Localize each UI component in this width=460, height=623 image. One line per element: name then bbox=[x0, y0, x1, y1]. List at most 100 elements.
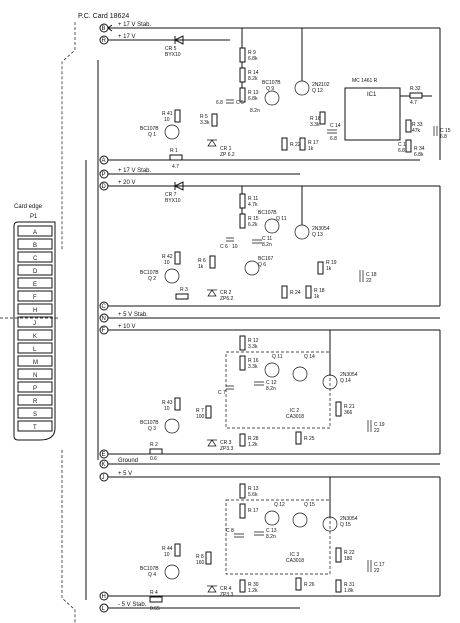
svg-text:L: L bbox=[102, 606, 106, 612]
rail-K: K Ground bbox=[99, 458, 440, 469]
svg-text:R 25: R 25 bbox=[304, 436, 315, 442]
svg-text:Q 3: Q 3 bbox=[148, 426, 156, 432]
svg-text:2N3054: 2N3054 bbox=[312, 226, 330, 232]
svg-text:C: C bbox=[102, 304, 107, 310]
svg-text:BC107B: BC107B bbox=[140, 566, 159, 572]
svg-text:Q 13: Q 13 bbox=[312, 232, 323, 238]
svg-text:C 18: C 18 bbox=[366, 272, 377, 278]
svg-text:R 13: R 13 bbox=[248, 486, 259, 492]
svg-text:D: D bbox=[102, 184, 107, 190]
svg-text:10: 10 bbox=[232, 244, 238, 250]
edge-pin-box bbox=[17, 251, 53, 263]
svg-text:Q 1: Q 1 bbox=[148, 132, 156, 138]
edge-pin-label: F bbox=[33, 295, 37, 301]
svg-text:Q 4: Q 4 bbox=[148, 572, 156, 578]
svg-text:R 42: R 42 bbox=[162, 254, 173, 260]
svg-text:22: 22 bbox=[374, 428, 380, 434]
cr5-ref: CR 5 bbox=[165, 46, 177, 52]
svg-text:BC167: BC167 bbox=[258, 256, 274, 262]
svg-text:Q 11: Q 11 bbox=[276, 216, 287, 222]
svg-text:6.8k: 6.8k bbox=[414, 152, 424, 158]
svg-text:C 8: C 8 bbox=[226, 528, 234, 534]
svg-text:1.8k: 1.8k bbox=[344, 588, 354, 594]
svg-text:C 7: C 7 bbox=[218, 390, 226, 396]
svg-text:4.7: 4.7 bbox=[172, 164, 179, 170]
edge-pin-box bbox=[17, 407, 53, 419]
svg-text:CR 4: CR 4 bbox=[220, 586, 232, 592]
svg-text:CR 1: CR 1 bbox=[220, 146, 232, 152]
svg-text:1k: 1k bbox=[326, 266, 332, 272]
svg-text:10: 10 bbox=[164, 552, 170, 558]
svg-text:BC107B: BC107B bbox=[140, 126, 159, 132]
svg-text:BC107B: BC107B bbox=[258, 210, 277, 216]
svg-text:Q 12: Q 12 bbox=[274, 502, 285, 508]
svg-text:5.6k: 5.6k bbox=[248, 492, 258, 498]
svg-text:6.2k: 6.2k bbox=[248, 222, 258, 228]
svg-text:Q 15: Q 15 bbox=[340, 522, 351, 528]
svg-text:R 44: R 44 bbox=[162, 546, 173, 552]
svg-text:R 7: R 7 bbox=[196, 408, 204, 414]
edge-pin-label: E bbox=[33, 282, 37, 288]
svg-text:3.3k: 3.3k bbox=[200, 120, 210, 126]
stage-1: CR 5 BYX10 R 9 6.8k R 14 8.2k R 13 6.8k … bbox=[140, 28, 451, 170]
svg-text:1k: 1k bbox=[314, 294, 320, 300]
svg-text:3.3k: 3.3k bbox=[248, 364, 258, 370]
svg-text:6.8k: 6.8k bbox=[248, 56, 258, 62]
rail-E: E bbox=[99, 449, 440, 459]
svg-text:22: 22 bbox=[374, 568, 380, 574]
svg-text:10: 10 bbox=[164, 117, 170, 123]
ic3-val: CA3018 bbox=[286, 558, 304, 564]
edge-pin-label: N bbox=[33, 373, 37, 379]
svg-text:Q 12: Q 12 bbox=[312, 88, 323, 94]
rail-R-label: + 17 V bbox=[118, 34, 136, 40]
svg-text:B: B bbox=[102, 26, 106, 32]
svg-text:10: 10 bbox=[164, 260, 170, 266]
svg-text:R 33: R 33 bbox=[412, 122, 423, 128]
edge-pin-box bbox=[17, 368, 53, 380]
svg-text:6.8: 6.8 bbox=[216, 100, 223, 106]
rail-L-label: - 5 V Stab. bbox=[118, 602, 147, 608]
svg-text:C 19: C 19 bbox=[374, 422, 385, 428]
svg-text:R 14: R 14 bbox=[248, 70, 259, 76]
svg-text:F: F bbox=[102, 328, 106, 334]
svg-text:C 17: C 17 bbox=[374, 562, 385, 568]
card-edge-ref: P1 bbox=[30, 214, 38, 220]
svg-text:Q 11: Q 11 bbox=[272, 354, 283, 360]
svg-text:C 5: C 5 bbox=[236, 100, 244, 106]
svg-text:6.8k: 6.8k bbox=[248, 96, 258, 102]
edge-pin-label: L bbox=[33, 347, 37, 353]
svg-text:0.6: 0.6 bbox=[150, 456, 157, 462]
edge-pin-label: T bbox=[33, 425, 37, 431]
svg-text:C 6: C 6 bbox=[220, 244, 228, 250]
rail-C: C bbox=[99, 301, 440, 311]
svg-text:BC107B: BC107B bbox=[140, 270, 159, 276]
svg-text:R 11: R 11 bbox=[248, 196, 258, 202]
svg-text:CR 2: CR 2 bbox=[220, 290, 232, 296]
edge-pin-label: M bbox=[33, 360, 38, 366]
svg-text:Q 6: Q 6 bbox=[258, 262, 266, 268]
svg-text:BC107B: BC107B bbox=[140, 420, 159, 426]
edge-pin-label: D bbox=[33, 269, 38, 275]
svg-text:R 12: R 12 bbox=[248, 338, 259, 344]
svg-text:8.2n: 8.2n bbox=[266, 386, 276, 392]
svg-text:1k: 1k bbox=[198, 264, 204, 270]
svg-text:R 17: R 17 bbox=[248, 508, 259, 514]
svg-text:C 12: C 12 bbox=[266, 380, 277, 386]
card-edge-title: Card edge bbox=[14, 204, 43, 210]
edge-pin-box bbox=[17, 225, 53, 237]
svg-text:C 13: C 13 bbox=[266, 528, 277, 534]
svg-text:R: R bbox=[102, 38, 107, 44]
rail-D: D + 20 V bbox=[99, 180, 440, 191]
svg-text:0.65: 0.65 bbox=[150, 606, 160, 612]
svg-text:R 15: R 15 bbox=[248, 216, 259, 222]
svg-text:R 17: R 17 bbox=[308, 140, 319, 146]
svg-text:R 43: R 43 bbox=[162, 400, 173, 406]
svg-text:22: 22 bbox=[366, 278, 372, 284]
edge-pin-box bbox=[17, 290, 53, 302]
svg-text:ZP3.3: ZP3.3 bbox=[220, 446, 234, 452]
svg-text:R 31: R 31 bbox=[344, 582, 355, 588]
svg-text:R 8: R 8 bbox=[196, 554, 204, 560]
edge-pin-box bbox=[17, 355, 53, 367]
